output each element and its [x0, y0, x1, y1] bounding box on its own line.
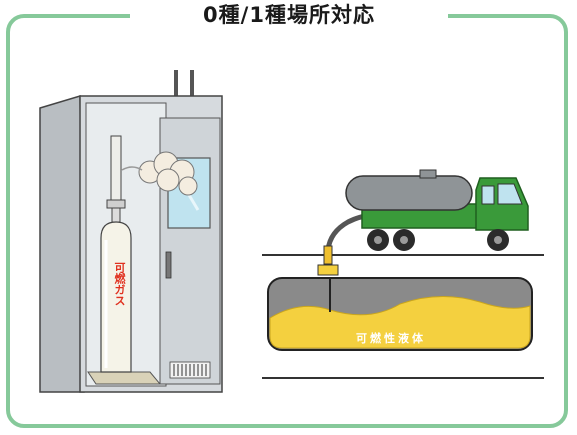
gas-cylinder [100, 135, 132, 373]
page-title: 0種/1種場所対応 [130, 0, 448, 30]
tanker-truck [345, 169, 529, 251]
cylinder-label: 可燃ガス [113, 262, 126, 306]
exhaust-pipe [174, 70, 194, 102]
cabinet-handle [165, 251, 172, 279]
cabinet-vent [169, 361, 211, 379]
tank-valve [317, 264, 339, 276]
underground-tank [267, 277, 533, 351]
liquid-label: 可燃性液体 [356, 332, 426, 345]
gas-leak-cloud [121, 151, 198, 196]
